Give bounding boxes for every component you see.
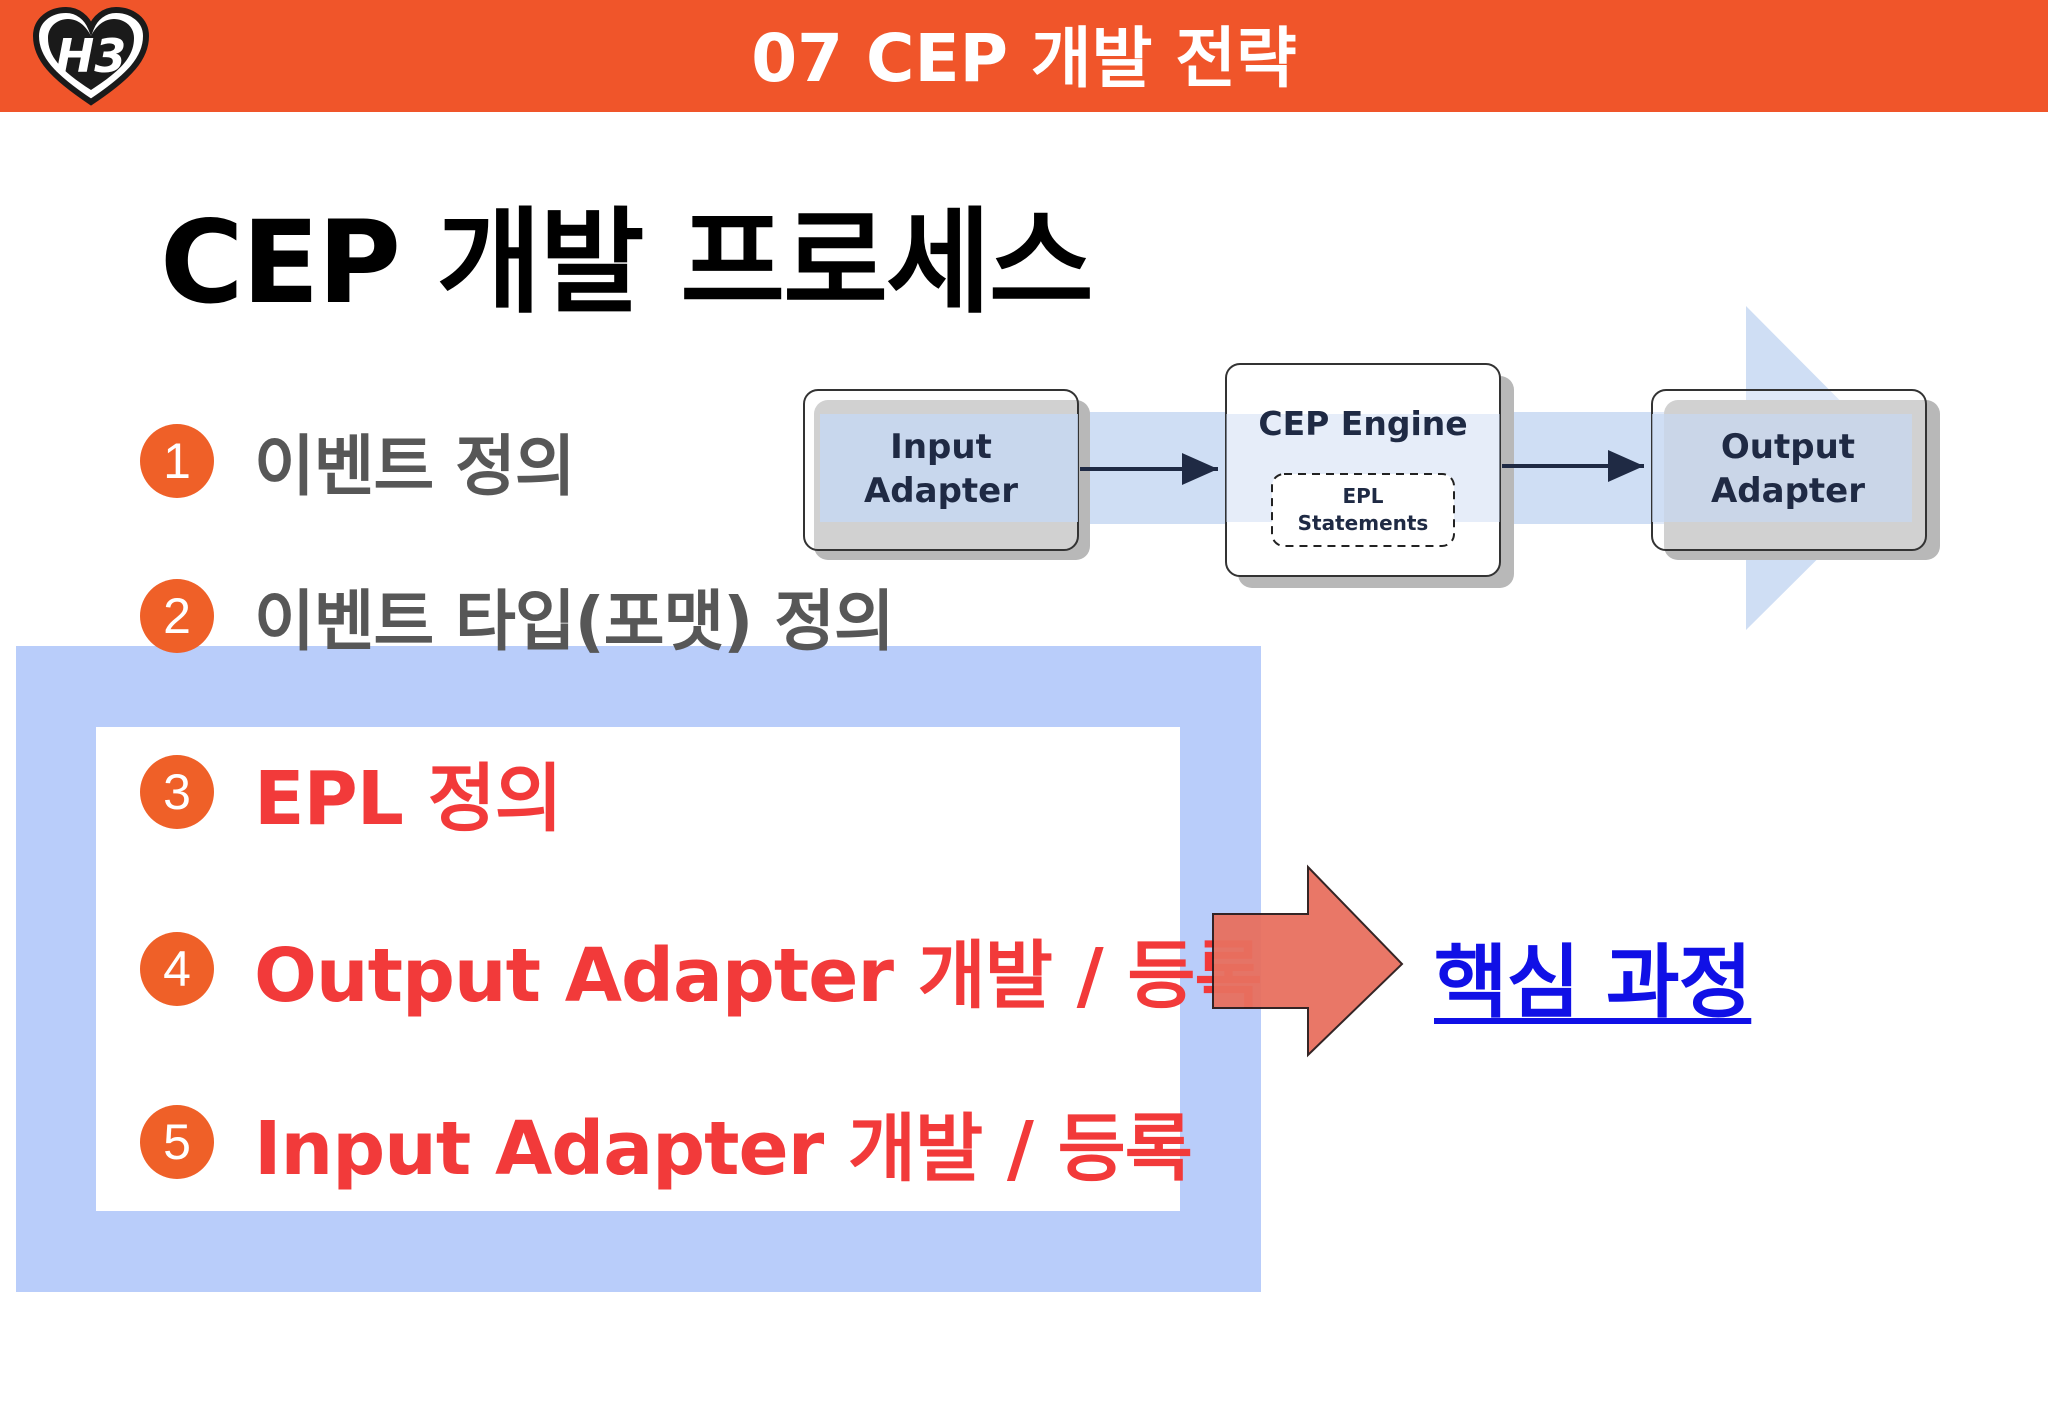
step-number-badge: 1 <box>140 424 214 498</box>
step-1: 1 이벤트 정의 <box>140 421 576 505</box>
cep-engine-box <box>1225 363 1501 577</box>
header-bar <box>0 0 2048 112</box>
page-title: CEP 개발 프로세스 <box>160 196 1094 329</box>
step-2: 2 이벤트 타입(포맷) 정의 <box>140 576 895 660</box>
input-adapter-box-fill <box>820 414 1078 522</box>
logo-text: H3 <box>56 29 127 83</box>
epl-label: EPL <box>1342 484 1383 508</box>
highlight-inner <box>96 727 1180 1211</box>
step-3: 3 EPL 정의 <box>140 752 563 842</box>
input-adapter-label-line2: Adapter <box>864 471 1018 511</box>
epl-statements-box <box>1271 473 1455 547</box>
step-number-badge: 4 <box>140 932 214 1006</box>
step-label: 이벤트 타입(포맷) 정의 <box>254 583 895 660</box>
core-process-link[interactable]: 핵심 과정 <box>1434 936 1752 1029</box>
step-label: 이벤트 정의 <box>254 428 576 505</box>
output-adapter-label-line2: Adapter <box>1711 471 1865 511</box>
flow-background-arrow <box>818 306 1908 630</box>
input-adapter-label-line1: Input <box>890 427 992 467</box>
output-adapter-box <box>1651 389 1927 551</box>
step-4: 4 Output Adapter 개발 / 등록 <box>140 929 1263 1019</box>
step-label: Input Adapter 개발 / 등록 <box>254 1105 1193 1192</box>
header-title: 07 CEP 개발 전략 <box>751 20 1297 97</box>
input-adapter-box <box>803 389 1079 551</box>
statements-label: Statements <box>1298 511 1429 535</box>
step-number-badge: 2 <box>140 579 214 653</box>
output-adapter-box-fill <box>1652 414 1912 522</box>
step-label: EPL 정의 <box>254 755 563 842</box>
output-box-shadow <box>1664 400 1940 560</box>
cep-engine-label: CEP Engine <box>1258 404 1467 443</box>
h3-logo: H3 <box>32 6 150 106</box>
step-label: Output Adapter 개발 / 등록 <box>254 932 1263 1019</box>
step-number-badge: 3 <box>140 755 214 829</box>
engine-box-shadow <box>1238 376 1514 588</box>
output-adapter-label-line1: Output <box>1721 427 1855 467</box>
step-5: 5 Input Adapter 개발 / 등록 <box>140 1102 1193 1192</box>
input-box-shadow <box>814 400 1090 560</box>
step-number-badge: 5 <box>140 1105 214 1179</box>
engine-box-band <box>1226 414 1500 522</box>
logo-heart-inner <box>48 19 134 90</box>
